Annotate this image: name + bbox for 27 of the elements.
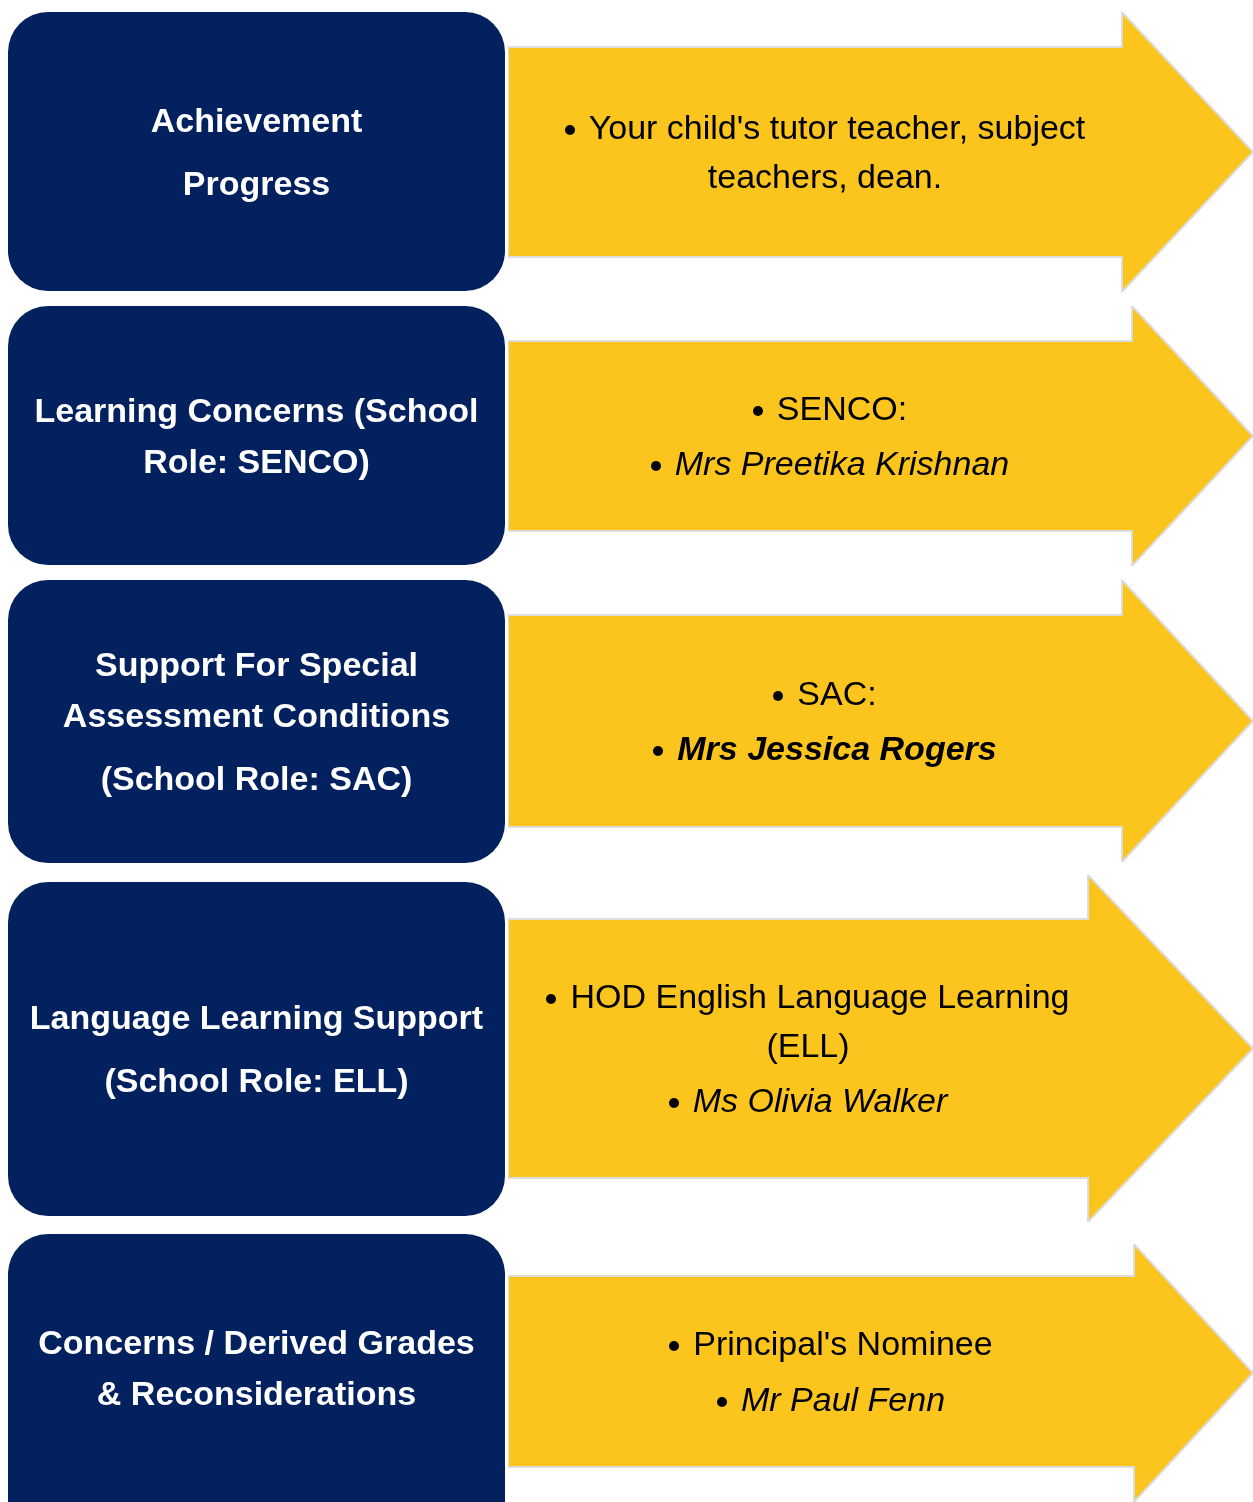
arrow-shape [508,306,1253,566]
role-box [8,12,505,291]
arrow-shape [508,12,1253,292]
role-box [8,1234,505,1502]
heading-text: (School Role: SAC) [100,758,413,799]
heading-text: Language Learning Support [29,997,484,1038]
heading-text: Progress [182,162,331,204]
bullet-text: Mrs Preetika Krishnan [674,444,1010,482]
bullet-text: Your child's tutor teacher, subject teachers, dean. [588,107,1086,195]
heading-text: Learning Concerns (School Role: SENCO) [33,389,480,482]
heading-text: Concerns / Derived Grades & Reconsiderations [37,1322,476,1414]
arrow-shape [508,580,1253,862]
role-box [8,580,505,863]
heading-text: Achievement [150,99,363,141]
bullet-text: Ms Olivia Walker [692,1081,948,1120]
heading-text: (School Role: ELL) [104,1060,409,1101]
role-box [8,882,505,1216]
bullet-text: HOD English Language Learning (ELL) [570,976,1070,1064]
bullet-text: Mr Paul Fenn [740,1379,946,1418]
bullet-text: SAC: [797,673,877,712]
heading-text: Support For Special Assessment Conditions [61,644,452,736]
arrow-shape [508,875,1253,1222]
bullet-text: SENCO: [776,388,908,427]
arrow-shape [508,1244,1253,1502]
bullet-text: Mrs Jessica Rogers [677,729,997,767]
role-box [8,306,505,565]
bullet-text: Principal's Nominee [693,1324,993,1363]
